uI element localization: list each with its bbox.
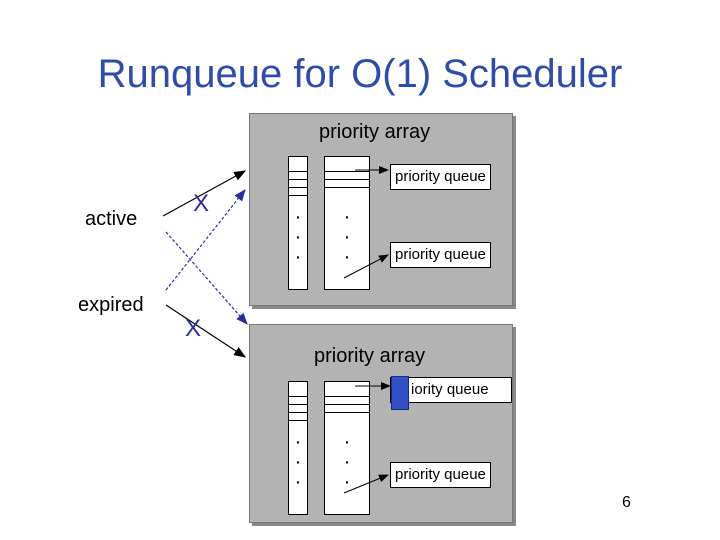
priority-queue-partial-label: iority queue	[411, 381, 489, 398]
active-old-arrow	[162, 170, 247, 217]
slide-title: Runqueue for O(1) Scheduler	[97, 52, 623, 96]
ellipsis-dots: ···	[343, 431, 351, 493]
queue-highlight-block	[391, 376, 409, 410]
priority-array-bottom-label: priority array	[314, 345, 426, 367]
priority-index-strip: ···	[288, 381, 308, 515]
ellipsis-dots: ···	[294, 431, 302, 493]
priority-queue-box: priority queue	[390, 242, 491, 268]
priority-array-bottom: priority array 1 ··· ··· iority queue pr…	[249, 324, 513, 523]
page-number: 6	[622, 494, 631, 511]
priority-array-top: priority array 0 ··· ··· priority queue …	[249, 113, 513, 306]
priority-queue-box: priority queue	[390, 462, 491, 488]
active-new-arrow	[165, 231, 248, 325]
expired-old-arrow	[165, 304, 247, 358]
priority-queue-box-partial: iority queue	[390, 377, 512, 403]
cross-mark: X	[185, 315, 201, 342]
expired-label: expired	[76, 294, 146, 317]
priority-queue-box: priority queue	[390, 164, 491, 190]
queue-pointer-arrow	[343, 254, 389, 279]
cross-mark: X	[193, 190, 209, 217]
expired-new-arrow	[165, 189, 246, 291]
ellipsis-dots: ···	[343, 206, 351, 268]
queue-head-strip: ···	[324, 156, 370, 290]
priority-index-strip: ···	[288, 156, 308, 290]
queue-head-strip: ···	[324, 381, 370, 515]
ellipsis-dots: ···	[294, 206, 302, 268]
active-label: active	[83, 208, 140, 231]
priority-array-top-label: priority array	[319, 121, 431, 143]
queue-pointer-arrow	[343, 474, 389, 494]
